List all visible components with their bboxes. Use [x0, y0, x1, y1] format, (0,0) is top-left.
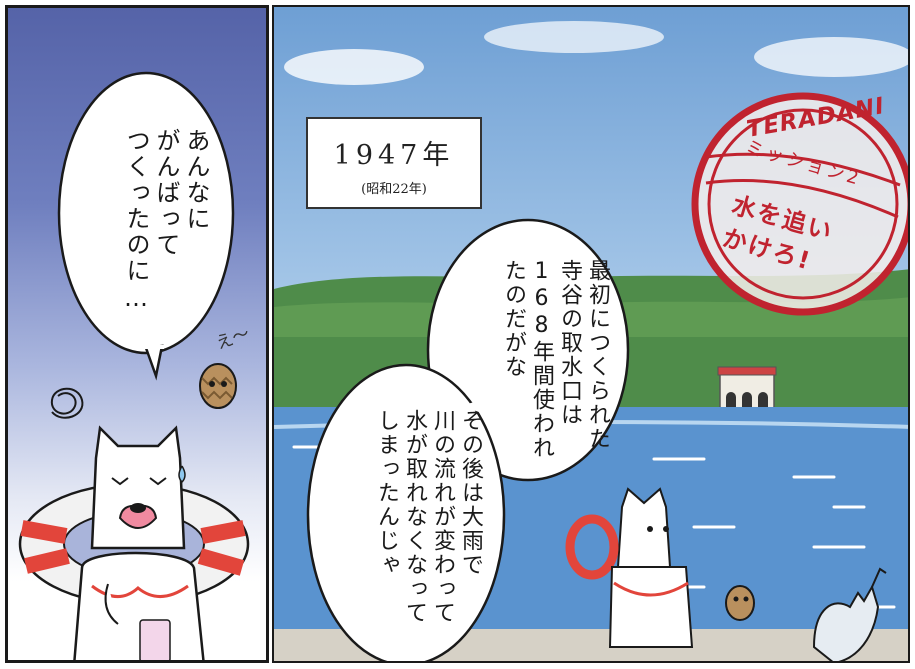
stamp-title: TERADANI: [744, 93, 887, 143]
speech-text-area-1: 最初につくられた 寺谷の取水口は 168年間使われ たのだがな: [426, 219, 631, 481]
left-speech-bubble: [57, 71, 235, 355]
year-caption-box: 1947年 (昭和22年): [306, 117, 482, 209]
cloud-2: [484, 21, 664, 53]
mission-stamp: [691, 92, 908, 316]
cloud-3: [754, 37, 908, 77]
left-panel: あんなに がんばって つくったのに… え〜: [5, 5, 269, 663]
left-speech-text: あんなに がんばって つくったのに…: [122, 128, 210, 314]
cloud-1: [284, 49, 424, 85]
peanut-character-right: [725, 585, 755, 621]
speech-bubble-2: [306, 363, 506, 661]
dog-character: [73, 425, 205, 660]
year-text: 1947年: [333, 140, 455, 171]
heron-bird: [812, 567, 887, 661]
mission-stamp-text: TERADANI ミッション2 水を追い かけろ!: [688, 89, 908, 319]
small-dog-character: [565, 487, 694, 648]
speech-text-1: 最初につくられた 寺谷の取水口は 168年間使われ たのだがな: [501, 259, 610, 460]
stamp-headline: 水を追い かけろ!: [719, 190, 837, 276]
left-speech-tail: [144, 344, 164, 381]
speech-text-2: その後は大雨で 川の流れが変わって 水が取れなくなって しまったんじゃ: [374, 409, 483, 625]
right-panel-art: [274, 7, 908, 661]
left-speech-text-area: あんなに がんばって つくったのに…: [61, 80, 231, 350]
left-panel-art: [18, 71, 250, 660]
right-panel: 1947年 (昭和22年) TERADANI ミッション2 水を追い かけろ! …: [272, 5, 910, 663]
stamp-mission-label: ミッション2: [743, 136, 864, 190]
era-text: (昭和22年): [361, 182, 427, 197]
peanut-character: [199, 363, 237, 409]
dizzy-spiral-icon: [50, 387, 84, 419]
speech-text-area-2: その後は大雨で 川の流れが変わって 水が取れなくなって しまったんじゃ: [306, 363, 506, 661]
